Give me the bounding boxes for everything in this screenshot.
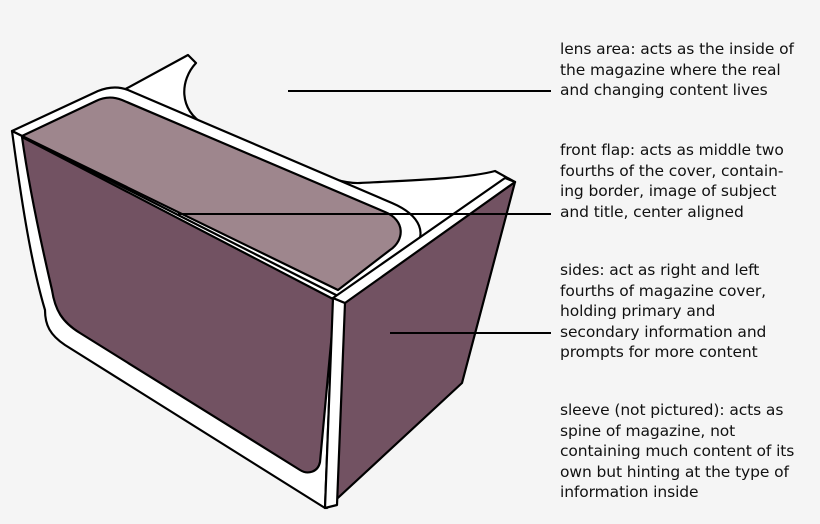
annotation-front-flap: front flap: acts as middle two fourths o… <box>560 140 820 222</box>
front-side-face <box>20 135 337 474</box>
annotation-line: spine of magazine, not <box>560 421 736 440</box>
front-flap-face <box>20 96 402 292</box>
annotation-line: information inside <box>560 483 699 501</box>
annotation-sides: sides: act as right and left fourths of … <box>560 260 820 363</box>
annotation-line: own but hinting at the type of <box>560 462 789 481</box>
annotation-line: prompts for more content <box>560 343 758 361</box>
annotation-lens-area: lens area: acts as the inside of the mag… <box>560 39 820 101</box>
annotation-line: lens area: acts as the inside of <box>560 40 794 58</box>
annotation-line: sides: act as right and left <box>560 261 760 279</box>
annotation-line: fourths of the cover, contain- <box>560 161 784 180</box>
annotation-line: containing much content of its <box>560 442 795 460</box>
annotation-line: the magazine where the real <box>560 60 781 79</box>
annotation-sleeve: sleeve (not pictured): acts as spine of … <box>560 400 820 503</box>
annotation-line: ing border, image of subject <box>560 182 777 200</box>
annotation-line: and changing content lives <box>560 81 768 99</box>
annotation-line: secondary information and <box>560 322 767 341</box>
right-corner-cap <box>331 176 517 305</box>
annotation-line: and title, center aligned <box>560 202 744 221</box>
annotation-line: front flap: acts as middle two <box>560 141 784 159</box>
annotation-line: sleeve (not pictured): acts as <box>560 401 784 419</box>
annotation-line: fourths of magazine cover, <box>560 281 766 300</box>
annotation-line: holding primary and <box>560 302 716 320</box>
